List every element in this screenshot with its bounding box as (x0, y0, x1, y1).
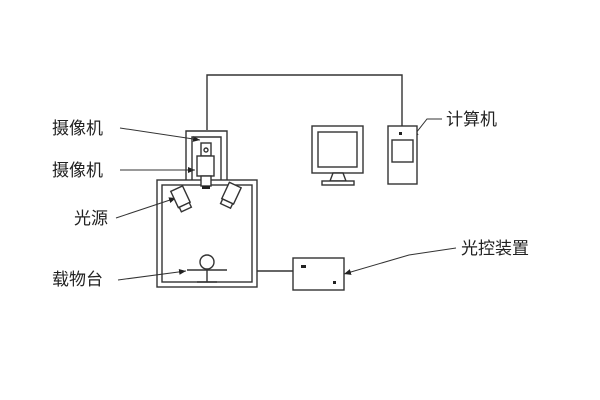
label-light-control: 光控装置 (461, 239, 529, 259)
light-source-right-icon (219, 181, 243, 210)
controller-indicator (301, 265, 306, 268)
camera-lens (200, 175, 212, 187)
label-stage: 载物台 (52, 270, 103, 290)
controller-body (292, 257, 345, 291)
leader-stage (117, 268, 187, 281)
tower-bay (391, 139, 414, 163)
camera-to-computer-cable (206, 74, 403, 130)
tower-power-button (399, 132, 402, 135)
leader-camera-top (119, 127, 201, 142)
camera-icon (196, 142, 215, 189)
leader-light-control (343, 247, 457, 275)
leader-light-source (115, 197, 177, 219)
camera-frame (185, 130, 228, 180)
label-computer: 计算机 (446, 110, 497, 130)
stage-icon (187, 254, 227, 283)
specimen (199, 254, 215, 270)
light-control-device-icon (292, 257, 345, 291)
camera-body (196, 155, 215, 177)
label-camera-top: 摄像机 (52, 119, 103, 139)
camera-lens-tip (202, 186, 210, 189)
computer-icon (311, 125, 418, 186)
label-camera-bottom: 摄像机 (52, 161, 103, 181)
camera-port (203, 147, 209, 153)
light-source-left-icon (169, 184, 193, 213)
controller-knob (333, 281, 336, 284)
monitor-screen (317, 131, 358, 168)
monitor-base (321, 180, 355, 186)
monitor-neck (328, 172, 348, 182)
label-light-source: 光源 (74, 209, 108, 229)
